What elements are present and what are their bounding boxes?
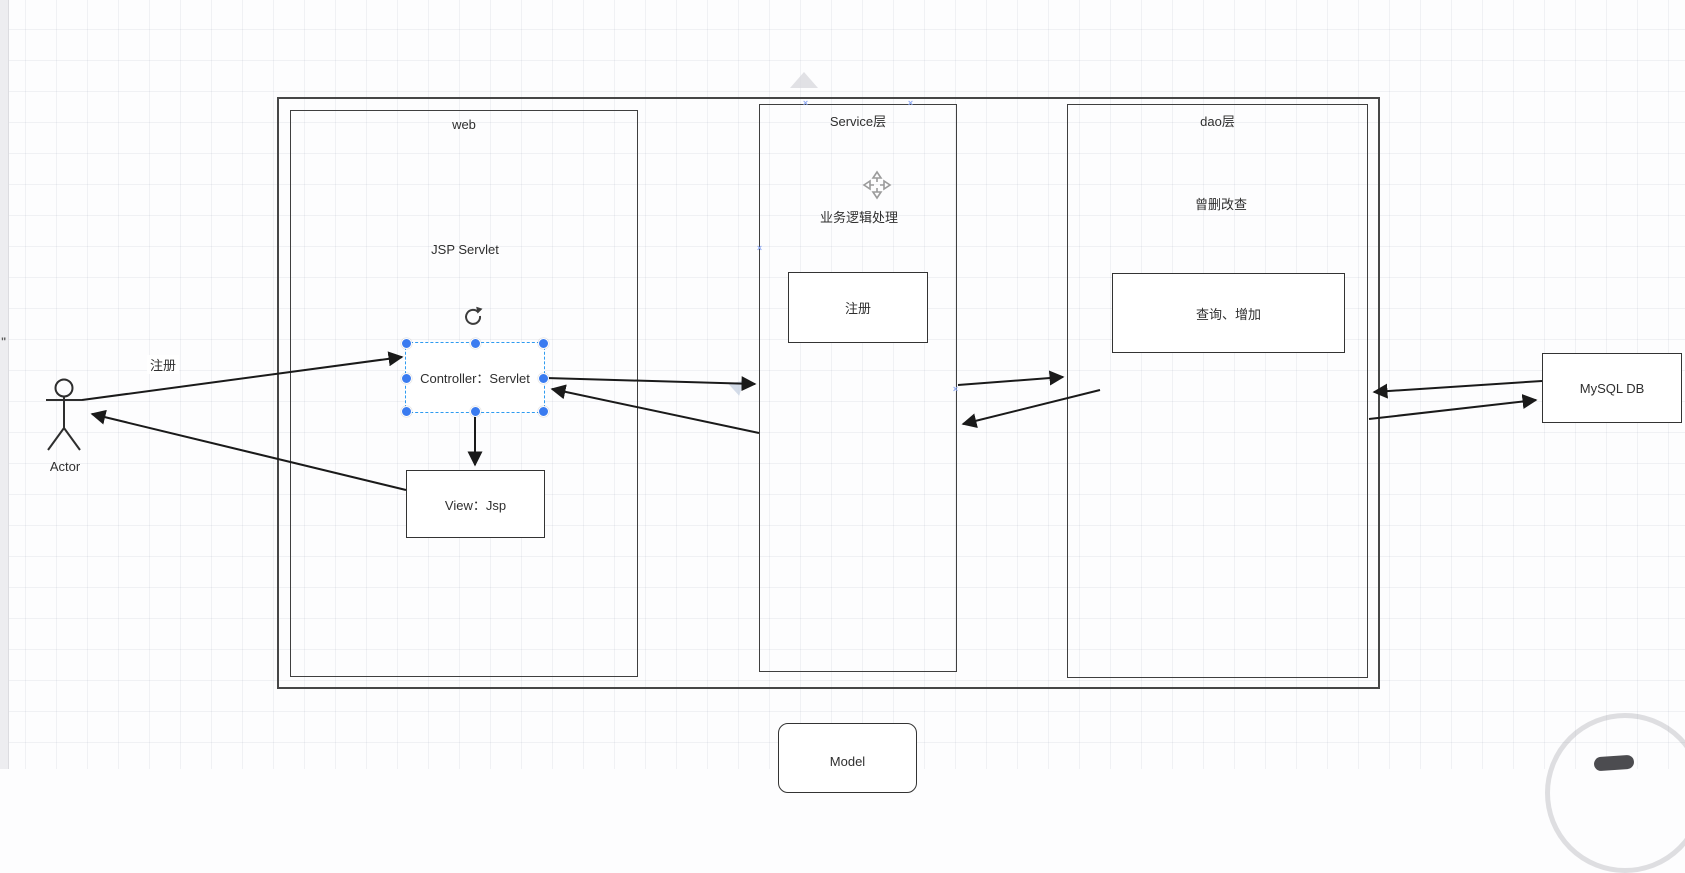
stray-quote-mark: " [1,336,8,348]
service-note-label[interactable]: 业务逻辑处理 [819,210,898,225]
arrow-service-to-dao[interactable] [957,370,1065,386]
selection-handle-s[interactable] [470,406,481,417]
connection-point-icon: × [952,384,959,394]
connection-point-icon: × [907,98,914,108]
dao-layer-title: dao层 [1200,114,1235,129]
view-jsp-label: View：Jsp [444,497,507,513]
diagram-canvas[interactable] [0,0,1685,769]
selection-handle-nw[interactable] [401,338,412,349]
actor-name-label: Actor [49,459,81,474]
edges-layer [81,351,1543,491]
service-register-node[interactable]: 注册 [788,272,928,343]
arrow-view-to-actor[interactable] [90,409,407,491]
selection-handle-e[interactable] [538,372,549,384]
arrow-controller-to-service[interactable] [545,376,757,392]
move-icon[interactable] [861,169,893,201]
arrow-service-to-controller[interactable] [550,384,760,434]
controller-servlet-label: Controller：Servlet [420,371,530,386]
register-edge-label[interactable]: 注册 [147,355,180,374]
arrow-dao-to-service[interactable] [961,389,1101,429]
service-register-label: 注册 [844,301,871,316]
rotate-icon[interactable] [461,304,485,328]
hover-arrow-up-hint [790,72,818,88]
selection-handle-w[interactable] [401,372,412,384]
dao-query-add-node[interactable]: 查询、增加 [1112,273,1345,353]
jsp-servlet-label[interactable]: JSP Servlet [431,242,499,257]
web-container[interactable]: web [290,110,638,677]
canvas-left-edge [0,0,9,769]
mysql-db-node[interactable]: MySQL DB [1542,353,1682,423]
dao-layer-container[interactable]: dao层 [1067,104,1368,678]
view-jsp-node[interactable]: View：Jsp [406,470,545,538]
service-layer-container[interactable]: Service层 [759,104,957,672]
model-label: Model [829,754,866,769]
selection-handle-se[interactable] [538,406,549,417]
dao-note-label[interactable]: 曾删改查 [1194,197,1247,212]
dao-query-add-label: 查询、增加 [1195,306,1261,322]
actor-node[interactable] [36,372,94,456]
service-layer-title: Service层 [829,114,887,129]
arrow-dao-to-mysql[interactable] [1368,394,1538,420]
web-container-title: web [452,117,476,132]
selection-handle-ne[interactable] [538,338,549,349]
connection-point-icon: × [802,98,809,108]
connection-point-icon: × [756,243,763,253]
selection-handle-n[interactable] [470,338,481,349]
selection-handle-sw[interactable] [401,406,412,417]
arrow-mysql-to-dao[interactable] [1372,380,1543,399]
controller-servlet-node[interactable]: Controller：Servlet [401,338,549,417]
mysql-db-label: MySQL DB [1579,380,1645,396]
arrow-actor-to-controller[interactable] [81,351,404,401]
